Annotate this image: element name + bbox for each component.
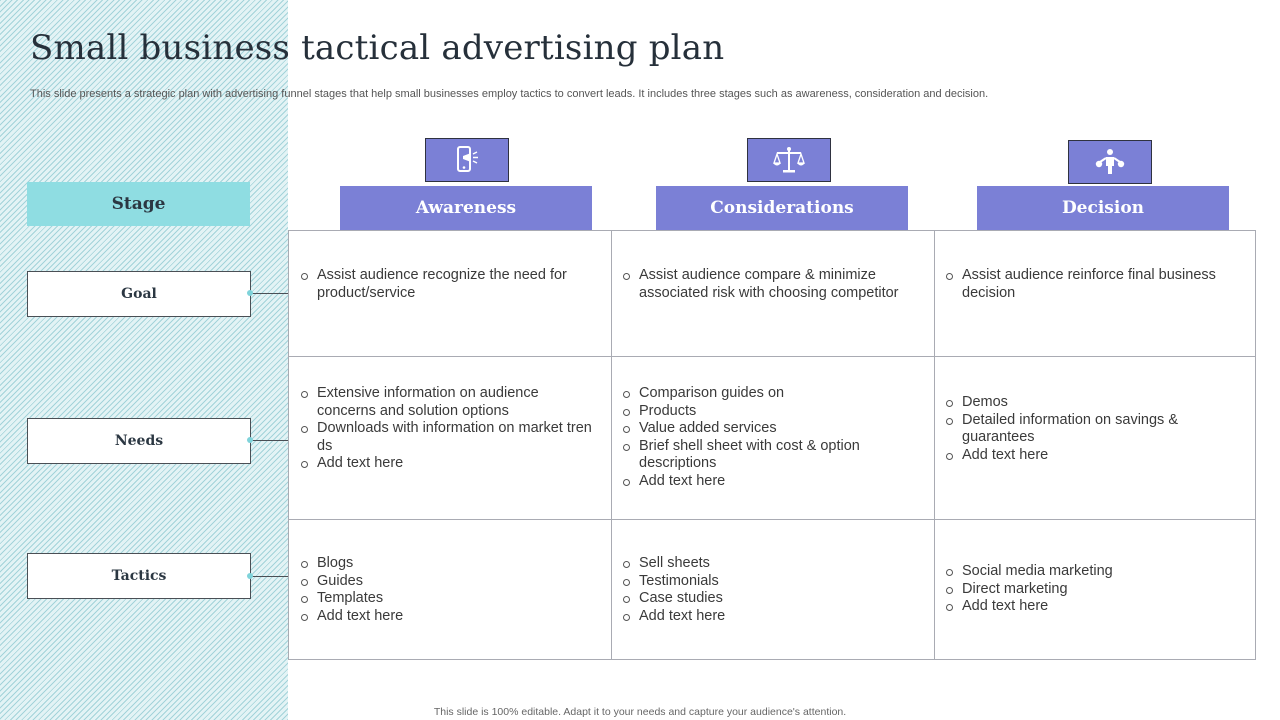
row-divider [288, 356, 1256, 357]
connector-dot [247, 290, 253, 296]
balance-scale-icon [747, 138, 831, 182]
connector-goal [247, 290, 288, 296]
list-item: Add text here [621, 473, 917, 491]
connector-tactics [247, 573, 288, 579]
list-item: Assist audience reinforce final business… [944, 267, 1240, 302]
mobile-megaphone-icon [425, 138, 509, 182]
list-item: Assist audience recognize the need for p… [299, 267, 595, 302]
list-item: Assist audience compare & minimize assoc… [621, 267, 917, 302]
cell-tactics-decision: Social media marketing Direct marketing … [944, 563, 1240, 616]
connector-dot [247, 437, 253, 443]
cell-goal-awareness: Assist audience recognize the need for p… [299, 248, 595, 338]
connector-dot [247, 573, 253, 579]
page-title: Small business tactical advertising plan [30, 28, 725, 68]
list-item: Sell sheets [621, 555, 917, 573]
list-item: Social media marketing [944, 563, 1240, 581]
cell-goal-decision: Assist audience reinforce final business… [944, 248, 1240, 302]
bullet-list: Assist audience reinforce final business… [944, 267, 1240, 302]
cell-needs-awareness: Extensive information on audience concer… [299, 385, 595, 473]
cell-tactics-awareness: Blogs Guides Templates Add text here [299, 555, 595, 625]
cell-needs-considerations: Comparison guides on Products Value adde… [621, 385, 917, 491]
row-divider [288, 519, 1256, 520]
cell-goal-considerations: Assist audience compare & minimize assoc… [621, 248, 917, 302]
column-header-considerations: Considerations [656, 186, 908, 230]
list-item: Add text here [944, 447, 1240, 465]
bullet-list: Assist audience recognize the need for p… [299, 267, 595, 302]
list-item: Comparison guides on [621, 385, 917, 403]
row-label-needs: Needs [27, 418, 251, 464]
column-divider [934, 230, 935, 660]
cell-needs-decision: Demos Detailed information on savings & … [944, 394, 1240, 464]
footer-note: This slide is 100% editable. Adapt it to… [433, 706, 847, 718]
bullet-list: Extensive information on audience concer… [299, 385, 595, 473]
list-item: Add text here [621, 608, 917, 626]
stage-header: Stage [27, 182, 250, 226]
list-item: Direct marketing [944, 581, 1240, 599]
list-item: Add text here [299, 455, 595, 473]
connector-needs [247, 437, 288, 443]
list-item: Brief shell sheet with cost & option des… [621, 438, 917, 473]
list-item: Templates [299, 590, 595, 608]
column-header-awareness: Awareness [340, 186, 592, 230]
list-item: Guides [299, 573, 595, 591]
list-item: Extensive information on audience concer… [299, 385, 595, 420]
bullet-list: Blogs Guides Templates Add text here [299, 555, 595, 625]
list-item: Testimonials [621, 573, 917, 591]
bullet-list: Assist audience compare & minimize assoc… [621, 267, 917, 302]
row-label-goal: Goal [27, 271, 251, 317]
cell-tactics-considerations: Sell sheets Testimonials Case studies Ad… [621, 555, 917, 625]
column-header-decision: Decision [977, 186, 1229, 230]
page-subtitle: This slide presents a strategic plan wit… [30, 88, 989, 100]
list-item: Downloads with information on market tre… [299, 420, 595, 455]
list-item: Demos [944, 394, 1240, 412]
bullet-list: Comparison guides on Products Value adde… [621, 385, 917, 491]
list-item: Value added services [621, 420, 917, 438]
bullet-list: Sell sheets Testimonials Case studies Ad… [621, 555, 917, 625]
list-item: Case studies [621, 590, 917, 608]
person-choice-icon [1068, 140, 1152, 184]
bullet-list: Social media marketing Direct marketing … [944, 563, 1240, 616]
row-label-tactics: Tactics [27, 553, 251, 599]
left-striped-panel [0, 0, 288, 720]
bullet-list: Demos Detailed information on savings & … [944, 394, 1240, 464]
column-divider [611, 230, 612, 660]
list-item: Products [621, 403, 917, 421]
list-item: Detailed information on savings & guaran… [944, 412, 1240, 447]
list-item: Add text here [944, 598, 1240, 616]
list-item: Add text here [299, 608, 595, 626]
plan-table [288, 230, 1256, 660]
list-item: Blogs [299, 555, 595, 573]
